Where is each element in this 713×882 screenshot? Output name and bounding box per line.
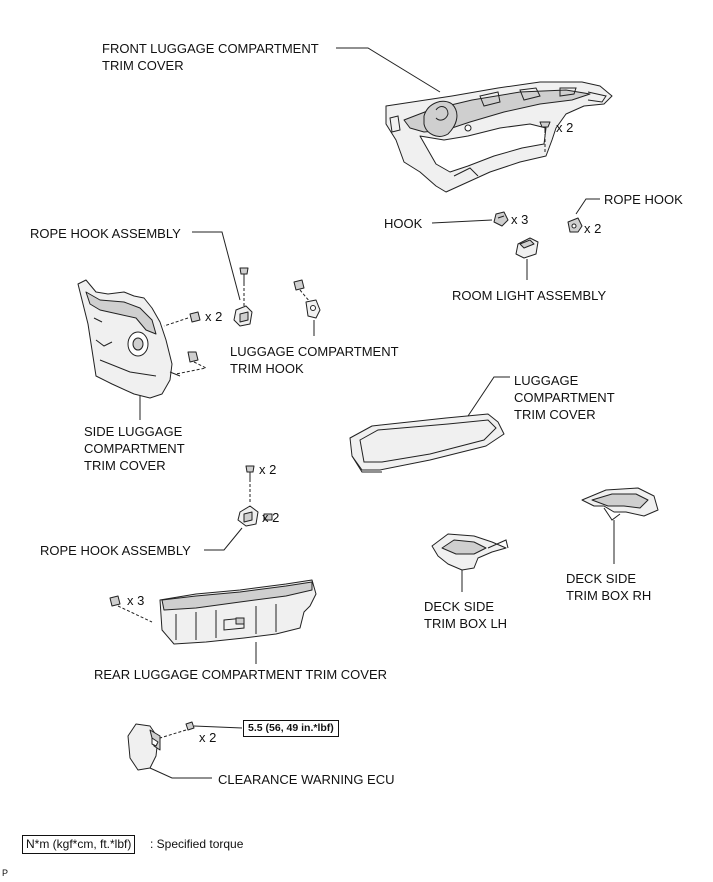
torque-value-box: 5.5 (56, 49 in.*lbf): [243, 720, 339, 737]
luggage-compartment-trim-cover-label: LUGGAGE COMPARTMENT TRIM COVER: [514, 373, 615, 422]
luggage-cover-leader: [467, 376, 510, 417]
hook-label: HOOK: [384, 216, 423, 231]
side-cover-clip-lower: [175, 351, 208, 375]
room-light-assembly: [515, 237, 539, 259]
ecu-leader: [149, 767, 212, 779]
hook: [493, 211, 509, 227]
rope-hook-assembly-bottom-leader: [204, 527, 243, 551]
rope-hook-assembly-bottom: [237, 465, 273, 527]
rear-cover-clip: [109, 595, 153, 623]
rope-hook-quantity: x 2: [584, 221, 602, 236]
hook-leader: [431, 219, 493, 224]
deck-side-trim-box-rh-label: DECK SIDE TRIM BOX RH: [566, 571, 652, 603]
front-clip-quantity: x 2: [556, 120, 574, 135]
clearance-warning-ecu: [127, 723, 161, 771]
bottom-bolt-quantity: x 2: [259, 462, 277, 477]
room-light-assembly-label: ROOM LIGHT ASSEMBLY: [452, 288, 607, 303]
luggage-compartment-trim-hook-label: LUGGAGE COMPARTMENT TRIM HOOK: [230, 344, 399, 376]
rope-hook-leader: [575, 198, 600, 215]
front-cover-leader: [336, 47, 441, 93]
legend-description: : Specified torque: [150, 837, 244, 851]
legend-unit-box: N*m (kgf*cm, ft.*lbf): [22, 835, 136, 854]
ecu-nut-quantity: x 2: [199, 730, 217, 745]
deck-side-trim-box-rh: [581, 487, 659, 521]
rope-hook-assembly-top-label: ROPE HOOK ASSEMBLY: [30, 226, 181, 241]
side-luggage-compartment-trim-cover-label: SIDE LUGGAGE COMPARTMENT TRIM COVER: [84, 424, 185, 473]
front-luggage-compartment-trim-cover-label: FRONT LUGGAGE COMPARTMENT TRIM COVER: [102, 41, 319, 73]
rear-clip-quantity: x 3: [127, 593, 145, 608]
rope-hook-assembly-top: [233, 267, 253, 327]
clearance-warning-ecu-label: CLEARANCE WARNING ECU: [218, 772, 395, 787]
front-cover-clip: [539, 121, 551, 152]
side-cover-clip: [163, 311, 201, 327]
hook-quantity: x 3: [511, 212, 529, 227]
luggage-compartment-trim-cover: [349, 413, 505, 473]
deck-side-trim-box-lh: [431, 533, 509, 571]
rope-hook: [567, 217, 583, 233]
rope-hook-assembly-top-leader: [192, 231, 241, 301]
ecu-nut: [159, 721, 243, 739]
rear-luggage-compartment-trim-cover-label: REAR LUGGAGE COMPARTMENT TRIM COVER: [94, 667, 388, 682]
luggage-compartment-trim-hook: [293, 279, 321, 319]
side-luggage-compartment-trim-cover: [77, 279, 181, 399]
side-clip-quantity: x 2: [205, 309, 223, 324]
corner-mark: P: [2, 868, 9, 878]
front-luggage-compartment-trim-cover: [385, 81, 613, 193]
rope-hook-label: ROPE HOOK: [604, 192, 683, 207]
rope-hook-assembly-bottom-label: ROPE HOOK ASSEMBLY: [40, 543, 191, 558]
rear-luggage-compartment-trim-cover: [159, 579, 317, 645]
deck-side-trim-box-lh-label: DECK SIDE TRIM BOX LH: [424, 599, 508, 631]
bottom-assembly-quantity: x 2: [262, 510, 280, 525]
